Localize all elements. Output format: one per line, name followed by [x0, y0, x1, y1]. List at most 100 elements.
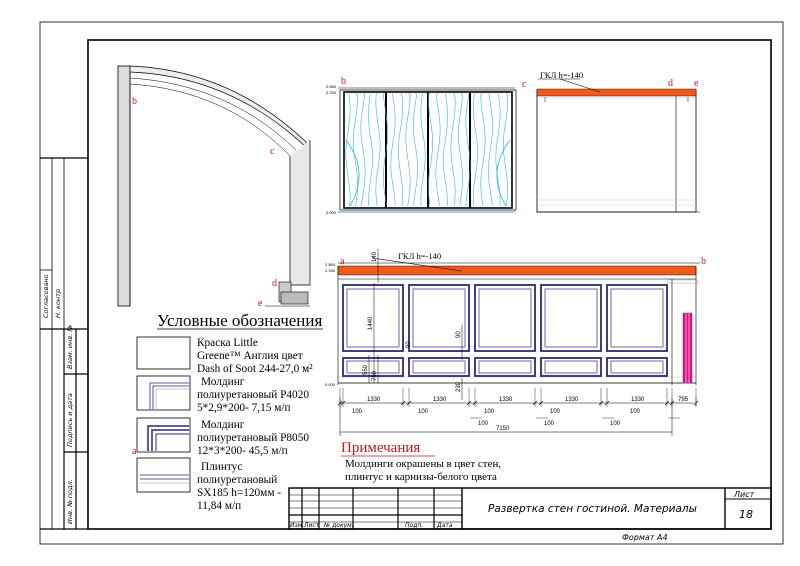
- curtain-fold: [472, 93, 479, 207]
- molding-panel-lower-inner: [478, 360, 532, 374]
- mark-c-section: c: [270, 146, 275, 157]
- molding-panel-lower: [474, 357, 536, 377]
- side-strip: Согласовано Н. контр Взам. инв. № Подпис…: [40, 157, 88, 530]
- dim-1330-1: 1330: [367, 397, 381, 403]
- legend-item-3-line-3: 12*3*200- 45,5 м/п: [197, 445, 288, 457]
- curtain-fold: [502, 93, 509, 207]
- curtain-fold: [435, 93, 441, 207]
- mark-a-legend: a: [132, 446, 137, 457]
- molding-panel-lower: [408, 357, 470, 377]
- level-w1-top: 2.560: [326, 84, 337, 89]
- notes: Примечания Молдинги окрашены в цвет стен…: [341, 440, 501, 483]
- dim-750: 750: [372, 370, 378, 381]
- notes-line-2: плинтус и карнизы-белого цвета: [345, 471, 497, 483]
- dim-tick: [472, 400, 478, 406]
- legend-item-4-line-1: Плинтус: [201, 461, 242, 473]
- sheet-number: 18: [739, 508, 753, 521]
- mark-b-section: b: [132, 96, 137, 107]
- dim-1330-3: 1330: [499, 397, 513, 403]
- curtain-fold: [382, 93, 389, 207]
- dim-100-bot-3: 100: [610, 421, 621, 427]
- level-w1-bottom: 0.000: [326, 210, 337, 215]
- molding-panel-upper-inner: [544, 288, 598, 348]
- dim-tick: [598, 400, 604, 406]
- curtain-fold: [345, 93, 351, 207]
- stamp-col-list: Лист: [303, 522, 320, 529]
- side-label-inv-replace: Взам. инв. №: [66, 325, 74, 369]
- side-label-norm: Н. контр: [54, 289, 62, 318]
- outer-frame: [39, 21, 784, 545]
- legend-swatch-molding-p8050: [136, 417, 191, 453]
- dim-tick: [604, 400, 610, 406]
- curtain-fold: [360, 93, 366, 207]
- gkl-label-wall2: ГКЛ h=-140: [540, 70, 583, 80]
- stamp-col-izm: Изм.: [290, 522, 304, 529]
- dim-100-bot-2: 100: [544, 421, 555, 427]
- mark-c-wall2: c: [522, 79, 527, 90]
- curtain-fabric: [340, 93, 516, 213]
- dim-tick: [466, 400, 472, 406]
- stamp-col-doc: № докум.: [323, 522, 354, 529]
- mark-d-section: d: [272, 278, 277, 289]
- curtain-fold: [442, 93, 449, 207]
- molding-panel-upper-inner: [610, 288, 664, 348]
- dim-230: 230: [456, 381, 462, 392]
- molding-panel-upper: [474, 284, 536, 352]
- molding-panel-upper-inner: [412, 288, 466, 348]
- dim-100-top-2: 100: [418, 409, 429, 415]
- dim-1440: 1440: [368, 316, 374, 330]
- wall-moldings: ГКЛ h=-140 a b 2.560 2.330 0.000 140 144…: [325, 249, 706, 436]
- legend: Условные обозначения Краска Little Green…: [132, 311, 323, 512]
- legend-swatch-paint: [136, 336, 191, 370]
- hdim-ticks: [337, 388, 699, 419]
- legend-item-2-line-2: полиуретановый Р4020: [197, 389, 309, 401]
- notes-title: Примечания: [341, 440, 420, 456]
- curtain-fold: [375, 93, 381, 207]
- legend-item-1-line-3: Dash of Soot 244-27,0 м²: [197, 363, 313, 375]
- mark-e-wall2: e: [694, 78, 699, 89]
- curtain-fold: [480, 93, 486, 207]
- dim-100-top-3: 100: [484, 409, 495, 415]
- dim-tick: [406, 400, 412, 406]
- dim-1330-5: 1330: [631, 397, 645, 403]
- curtain-tieback: [496, 139, 511, 207]
- molding-panel-upper: [540, 284, 602, 352]
- legend-item-3-line-1: Молдинг: [201, 419, 245, 431]
- molding-panel-upper: [342, 284, 404, 352]
- level-w3-bottom: 0.000: [325, 382, 336, 387]
- curtain-fold: [397, 93, 403, 207]
- dim-100-bot-4: 100: [630, 409, 641, 415]
- side-label-inv-orig: Инв. № подл.: [66, 479, 74, 524]
- horizontal-dimensions: [339, 398, 697, 436]
- molding-panels: [342, 284, 668, 377]
- dim-100-top-4: 100: [550, 409, 561, 415]
- legend-title: Условные обозначения: [157, 311, 322, 330]
- molding-panel-upper: [408, 284, 470, 352]
- legend-swatch-molding-p4020: [136, 375, 191, 411]
- curtain-fold: [457, 93, 463, 207]
- dim-795: 795: [678, 397, 689, 403]
- legend-item-2-line-3: 5*2,9*200- 7,15 м/п: [197, 402, 291, 414]
- molding-panel-upper-inner: [478, 288, 532, 348]
- molding-panel-lower-inner: [544, 360, 598, 374]
- dim-tick: [340, 400, 346, 406]
- molding-panel-lower: [540, 357, 602, 377]
- mark-b-curtains: b: [341, 76, 346, 87]
- mark-e-section: e: [258, 298, 263, 309]
- molding-panel-lower-inner: [346, 360, 400, 374]
- legend-item-1-line-2: Greene™ Англия цвет: [197, 350, 303, 362]
- dim-tick: [693, 400, 699, 406]
- wall-gkl-small: ГКЛ h=-140 c d e: [522, 70, 700, 213]
- wall-section: b c d e: [117, 65, 311, 309]
- dim-90-top: 90: [456, 331, 462, 338]
- dim-100-top-1: 100: [352, 409, 363, 415]
- dim-100-bot-1: 100: [478, 421, 489, 427]
- curtain-fold: [428, 93, 434, 207]
- sheet-label: Лист: [733, 490, 755, 499]
- legend-item-1-line-1: Краска Little: [197, 337, 258, 349]
- gkl-label-wall3: ГКЛ h=-140: [398, 251, 441, 261]
- dim-90-bottom: 90: [406, 341, 412, 348]
- curtain-tieback: [345, 139, 360, 207]
- dim-tick: [400, 400, 406, 406]
